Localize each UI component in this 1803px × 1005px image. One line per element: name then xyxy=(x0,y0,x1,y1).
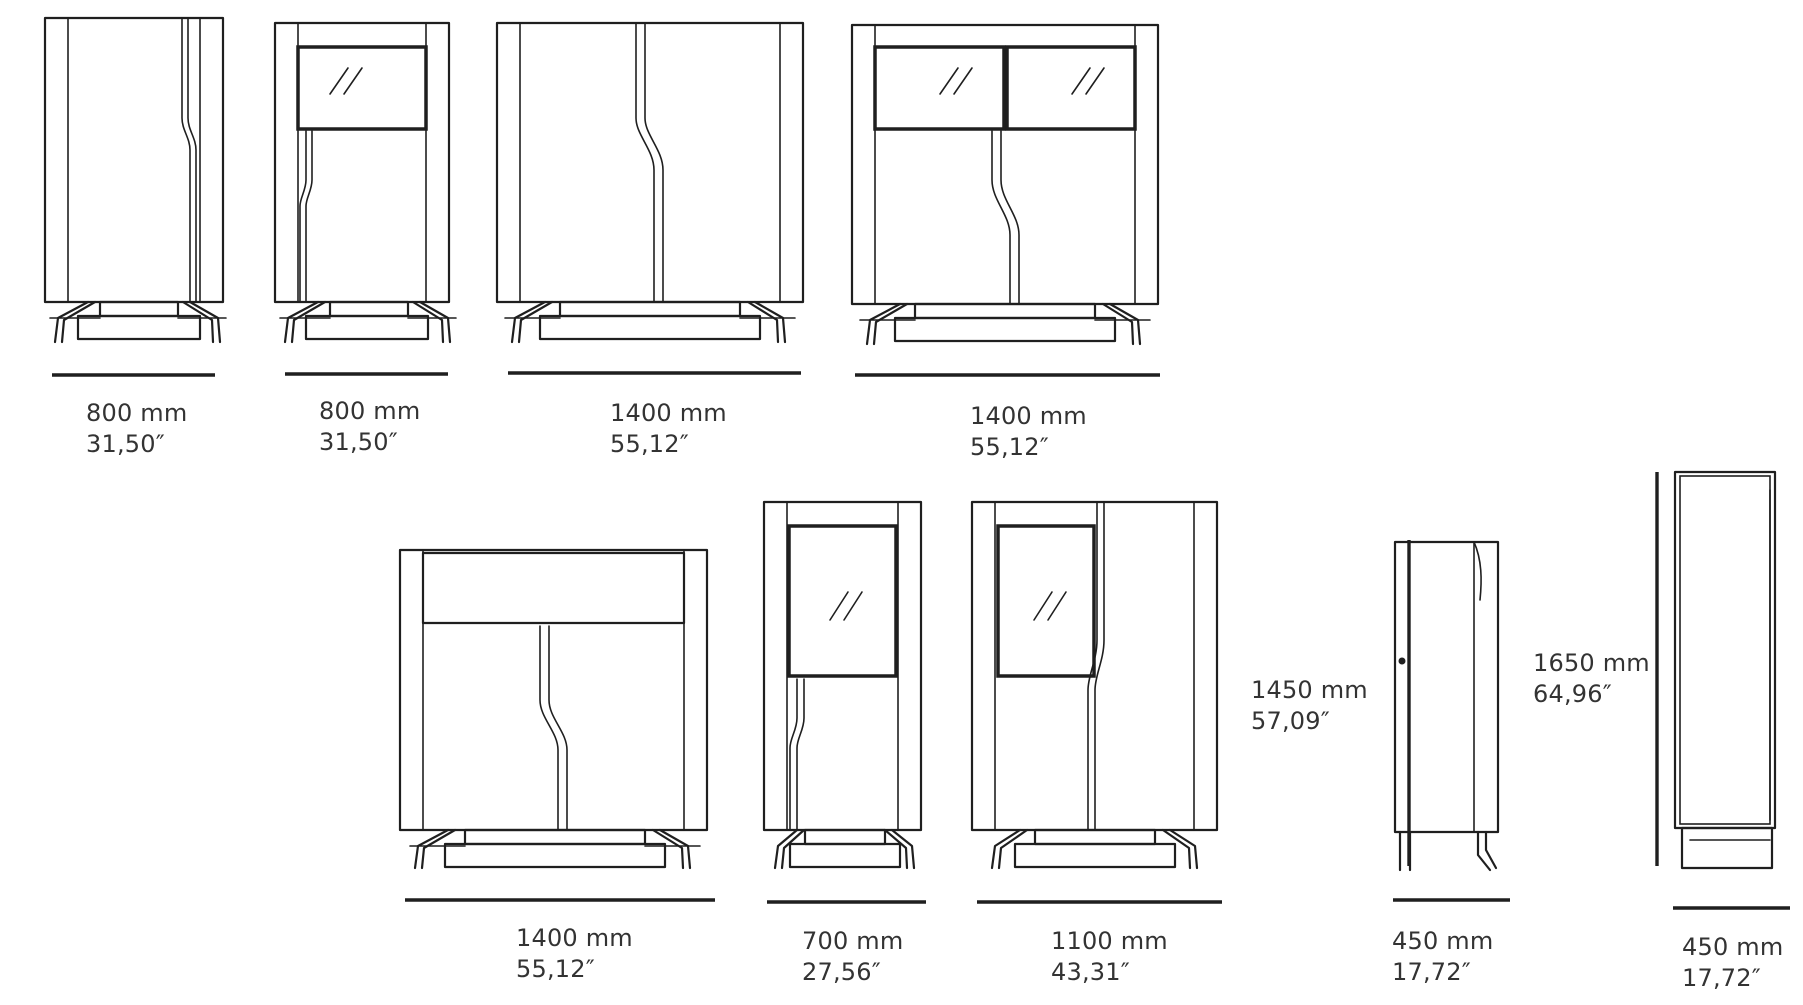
dimension-inch: 17,72″ xyxy=(1392,958,1471,986)
leg-base xyxy=(859,302,1151,346)
cabinet-1400-glass-tops xyxy=(850,23,1160,346)
dimension-mm: 800 mm xyxy=(86,399,188,427)
dimension-mm: 1400 mm xyxy=(516,924,633,952)
dimension-label-1100: 1100 mm 43,31″ xyxy=(1051,926,1168,988)
dimension-inch: 57,09″ xyxy=(1251,707,1330,735)
dimension-mm: 450 mm xyxy=(1682,933,1784,961)
cabinet-700-glass-top xyxy=(762,500,923,870)
leg-base xyxy=(990,828,1199,870)
dimension-inch: 55,12″ xyxy=(516,955,595,983)
dimension-inch: 43,31″ xyxy=(1051,958,1130,986)
dimension-label-1400-b: 1400 mm 55,12″ xyxy=(970,401,1087,463)
dimension-label-700: 700 mm 27,56″ xyxy=(802,926,903,988)
cabinet-1400-two-doors xyxy=(495,21,805,344)
cabinet-1400-drawer xyxy=(398,548,709,870)
cabinet-1100-glass-top xyxy=(970,500,1219,870)
dimension-inch: 17,72″ xyxy=(1682,964,1761,992)
height-label-1650: 1650 mm 64,96″ xyxy=(1533,648,1650,710)
dimension-mm: 450 mm xyxy=(1392,927,1494,955)
cabinet-800-glass-top xyxy=(273,21,457,344)
side-view-1450 xyxy=(1393,540,1500,872)
dimension-mm: 1100 mm xyxy=(1051,927,1168,955)
dimension-mm: 700 mm xyxy=(802,927,904,955)
dimension-inch: 64,96″ xyxy=(1533,680,1612,708)
dimension-label-450-b: 450 mm 17,72″ xyxy=(1682,932,1783,994)
dimension-inch: 27,56″ xyxy=(802,958,881,986)
leg-base xyxy=(409,828,701,870)
leg-base xyxy=(279,300,457,344)
dimension-mm: 1450 mm xyxy=(1251,676,1368,704)
dimension-inch: 55,12″ xyxy=(610,430,689,458)
handle-dot xyxy=(1398,657,1406,665)
leg-base xyxy=(504,300,796,344)
dimension-mm: 1650 mm xyxy=(1533,649,1650,677)
dimension-mm: 1400 mm xyxy=(610,399,727,427)
dimension-mm: 800 mm xyxy=(319,397,421,425)
leg-base xyxy=(773,828,916,870)
cabinet-800-single-door xyxy=(43,16,227,344)
dimension-label-1400-a: 1400 mm 55,12″ xyxy=(610,398,727,460)
dimension-label-450-a: 450 mm 17,72″ xyxy=(1392,926,1493,988)
dimension-mm: 1400 mm xyxy=(970,402,1087,430)
height-label-1450: 1450 mm 57,09″ xyxy=(1251,675,1368,737)
dimension-label-800-a: 800 mm 31,50″ xyxy=(86,398,187,460)
dimension-label-1400-c: 1400 mm 55,12″ xyxy=(516,923,633,985)
leg-base xyxy=(49,300,227,344)
dimension-inch: 55,12″ xyxy=(970,433,1049,461)
dimension-inch: 31,50″ xyxy=(319,428,398,456)
dimension-inch: 31,50″ xyxy=(86,430,165,458)
side-view-1650 xyxy=(1655,470,1777,870)
dimension-label-800-b: 800 mm 31,50″ xyxy=(319,396,420,458)
